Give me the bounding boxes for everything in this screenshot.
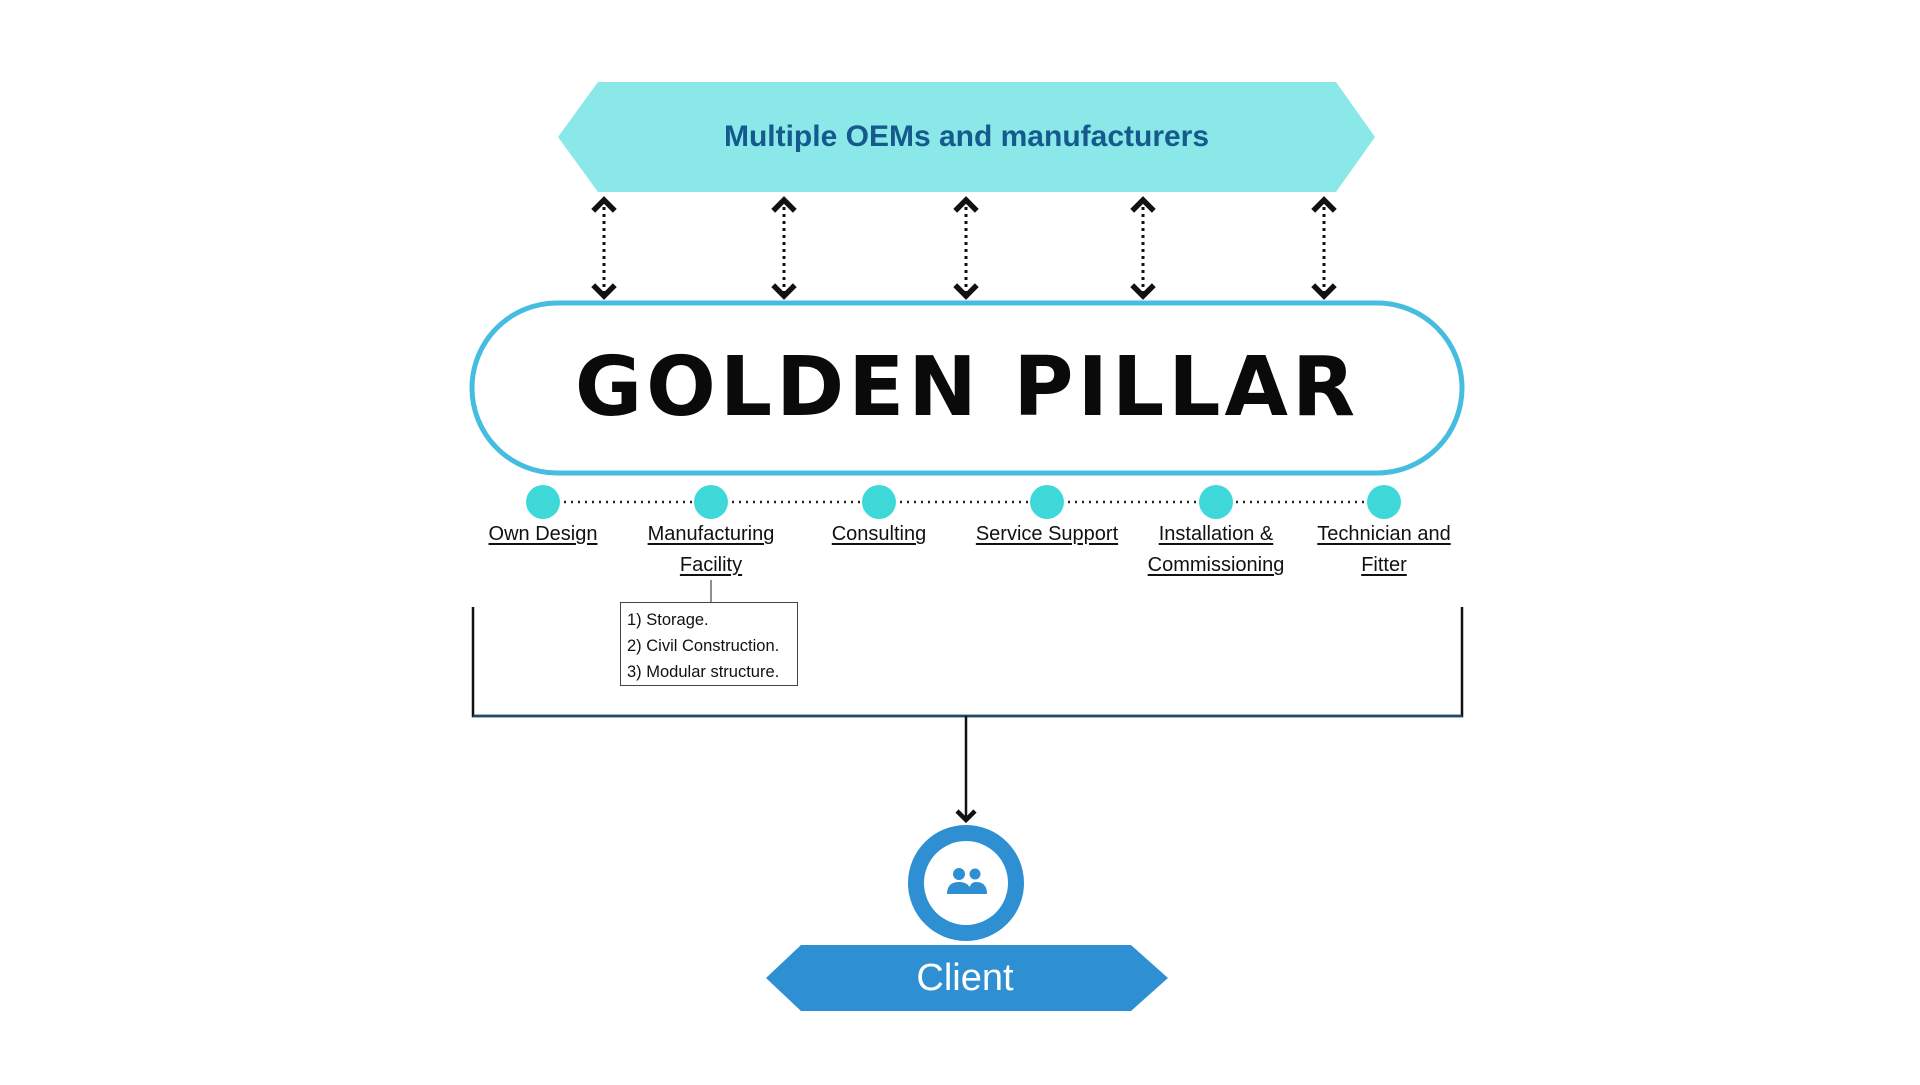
golden-pillar-pill <box>469 300 1465 476</box>
service-label-line: Service Support <box>975 523 1119 545</box>
manufacturing-details-box: 1) Storage. 2) Civil Construction. 3) Mo… <box>620 602 798 686</box>
client-banner-shape <box>766 945 1168 1011</box>
service-dots <box>526 485 1401 519</box>
service-label: Installation & Commissioning <box>1131 519 1301 581</box>
service-label-line: Manufacturing <box>647 523 775 545</box>
service-label-line: Facility <box>679 554 743 576</box>
service-label: Own Design <box>458 519 628 550</box>
service-label-line: Consulting <box>831 523 927 545</box>
golden-pillar-title: GOLDEN PILLAR <box>574 340 1360 435</box>
service-label-line: Own Design <box>488 523 598 545</box>
people-icon <box>947 868 987 894</box>
service-dot <box>526 485 560 519</box>
service-label-line: Technician and <box>1317 523 1451 545</box>
client-label: Client <box>916 957 1014 999</box>
service-label-line: Commissioning <box>1147 554 1285 576</box>
manufacturing-detail-item: 2) Civil Construction. <box>627 637 780 655</box>
service-dot <box>1030 485 1064 519</box>
service-dot <box>694 485 728 519</box>
manufacturing-detail-item: 1) Storage. <box>627 611 709 629</box>
service-dot <box>1367 485 1401 519</box>
service-label: Consulting <box>794 519 964 550</box>
oem-banner-label: Multiple OEMs and manufacturers <box>723 120 1210 153</box>
service-dot <box>1199 485 1233 519</box>
oem-banner-shape <box>558 82 1375 192</box>
service-dot <box>862 485 896 519</box>
service-label: Service Support <box>962 519 1132 550</box>
client-icon-inner <box>924 841 1008 925</box>
service-label-line: Fitter <box>1361 554 1407 576</box>
bidirectional-arrows <box>591 196 1337 300</box>
manufacturing-detail-item: 3) Modular structure. <box>627 663 780 681</box>
service-label-line: Installation & <box>1158 523 1274 545</box>
